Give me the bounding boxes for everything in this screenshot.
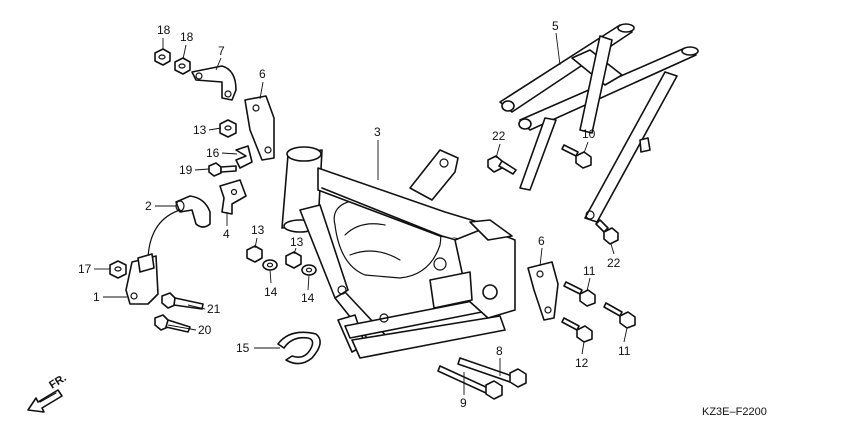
nut-13a (219, 119, 237, 138)
callout-6a: 6 (259, 67, 266, 81)
callout-10: 10 (582, 127, 596, 141)
long-bolt-9 (437, 365, 503, 400)
bracket-6a (244, 95, 275, 161)
ignition-coil-1 (125, 209, 181, 305)
bolt-22b (595, 219, 619, 245)
rear-subframe (499, 23, 699, 223)
washer-14b (301, 264, 317, 276)
callout-22a: 22 (492, 129, 506, 143)
callout-9: 9 (460, 396, 467, 410)
callout-14a: 14 (264, 285, 278, 299)
band-15 (277, 331, 321, 365)
long-bolt-8 (457, 357, 527, 388)
bolt-20 (154, 314, 191, 333)
callout-12: 12 (575, 356, 589, 370)
nut-18b (174, 57, 191, 75)
callout-11b: 11 (618, 344, 631, 358)
callout-1: 1 (93, 290, 100, 304)
bracket-6b (527, 261, 559, 321)
callout-15: 15 (236, 341, 250, 355)
callout-13a: 13 (193, 123, 207, 137)
leader-lines (94, 32, 628, 395)
bracket-7 (191, 65, 237, 101)
callout-8: 8 (496, 344, 503, 358)
callout-21: 21 (207, 302, 221, 316)
callout-labels: 18 18 7 6 13 16 19 2 4 3 17 1 21 20 13 1… (78, 19, 631, 410)
callout-3: 3 (374, 125, 381, 139)
callout-18a: 18 (157, 23, 171, 37)
bolt-19 (208, 162, 237, 177)
bracket-4 (219, 179, 247, 215)
callout-4: 4 (223, 227, 230, 241)
callout-19: 19 (179, 163, 193, 177)
callout-13b: 13 (251, 223, 265, 237)
callout-5: 5 (552, 19, 559, 33)
callout-22b: 22 (607, 256, 621, 270)
callout-2: 2 (145, 199, 152, 213)
callout-20: 20 (198, 323, 212, 337)
front-direction-arrow: FR. (27, 372, 69, 413)
callout-13c: 13 (290, 235, 304, 249)
nut-17 (109, 260, 127, 279)
diagram-code: KZ3E–F2200 (702, 406, 767, 418)
callout-14b: 14 (301, 291, 315, 305)
bolt-22a (487, 155, 517, 175)
callout-17: 17 (78, 262, 92, 276)
nut-13c (285, 251, 302, 269)
nut-18a (154, 48, 171, 66)
bolt-11b (603, 302, 636, 329)
callout-6b: 6 (538, 234, 545, 248)
callout-18b: 18 (180, 30, 194, 44)
callout-11a: 11 (583, 264, 596, 278)
callout-7: 7 (218, 44, 225, 58)
bolt-11a (563, 281, 596, 307)
washer-14a (262, 259, 278, 271)
front-direction-label: FR. (47, 372, 68, 392)
clip-16 (235, 145, 253, 169)
bolt-21 (161, 292, 204, 310)
nut-13b (246, 245, 263, 263)
callout-16: 16 (206, 146, 220, 160)
boot-2 (175, 195, 211, 228)
bolt-10 (561, 144, 592, 169)
main-frame (281, 146, 516, 359)
bolt-12 (561, 317, 593, 343)
